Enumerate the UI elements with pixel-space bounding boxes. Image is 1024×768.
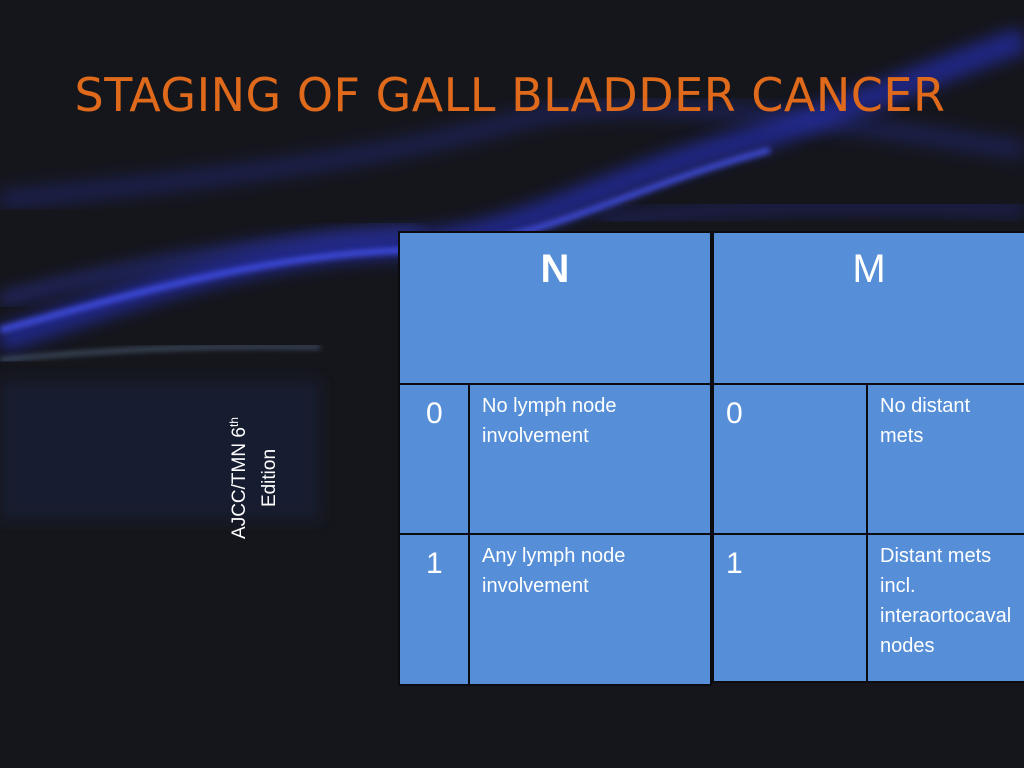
edition-label: AJCC/TMN 6th Edition <box>219 417 285 539</box>
m-staging-table: M 0 No distant mets 1 Distant mets incl.… <box>712 231 1024 683</box>
m-table-header: M <box>714 233 1024 385</box>
n-description-cell: No lymph node involvement <box>482 395 617 447</box>
n-code-cell: 1 <box>400 535 470 686</box>
n-code-cell: 0 <box>400 385 470 535</box>
table-row: 0 No distant mets <box>714 385 1024 535</box>
n-table-header: N <box>400 233 710 385</box>
edition-label-line1: AJCC/TMN 6 <box>229 427 251 539</box>
n-header-label: N <box>540 247 570 291</box>
m-header-label: M <box>852 247 886 291</box>
m-description-cell: Distant mets incl. interaortocaval nodes <box>880 545 1012 657</box>
m-code-cell: 0 <box>714 385 868 535</box>
table-row: 1 Any lymph node involvement <box>400 533 710 686</box>
m-description-cell: No distant mets <box>880 395 971 447</box>
n-description-cell: Any lymph node involvement <box>482 545 626 597</box>
edition-label-superscript: th <box>226 417 241 428</box>
edition-label-line2: Edition <box>259 448 281 508</box>
table-row: 1 Distant mets incl. interaortocaval nod… <box>714 533 1024 683</box>
n-staging-table: N 0 No lymph node involvement 1 Any lymp… <box>398 231 712 686</box>
slide-title: STAGING OF GALL BLADDER CANCER <box>74 68 946 122</box>
table-row: 0 No lymph node involvement <box>400 385 710 535</box>
m-code-cell: 1 <box>714 535 868 683</box>
